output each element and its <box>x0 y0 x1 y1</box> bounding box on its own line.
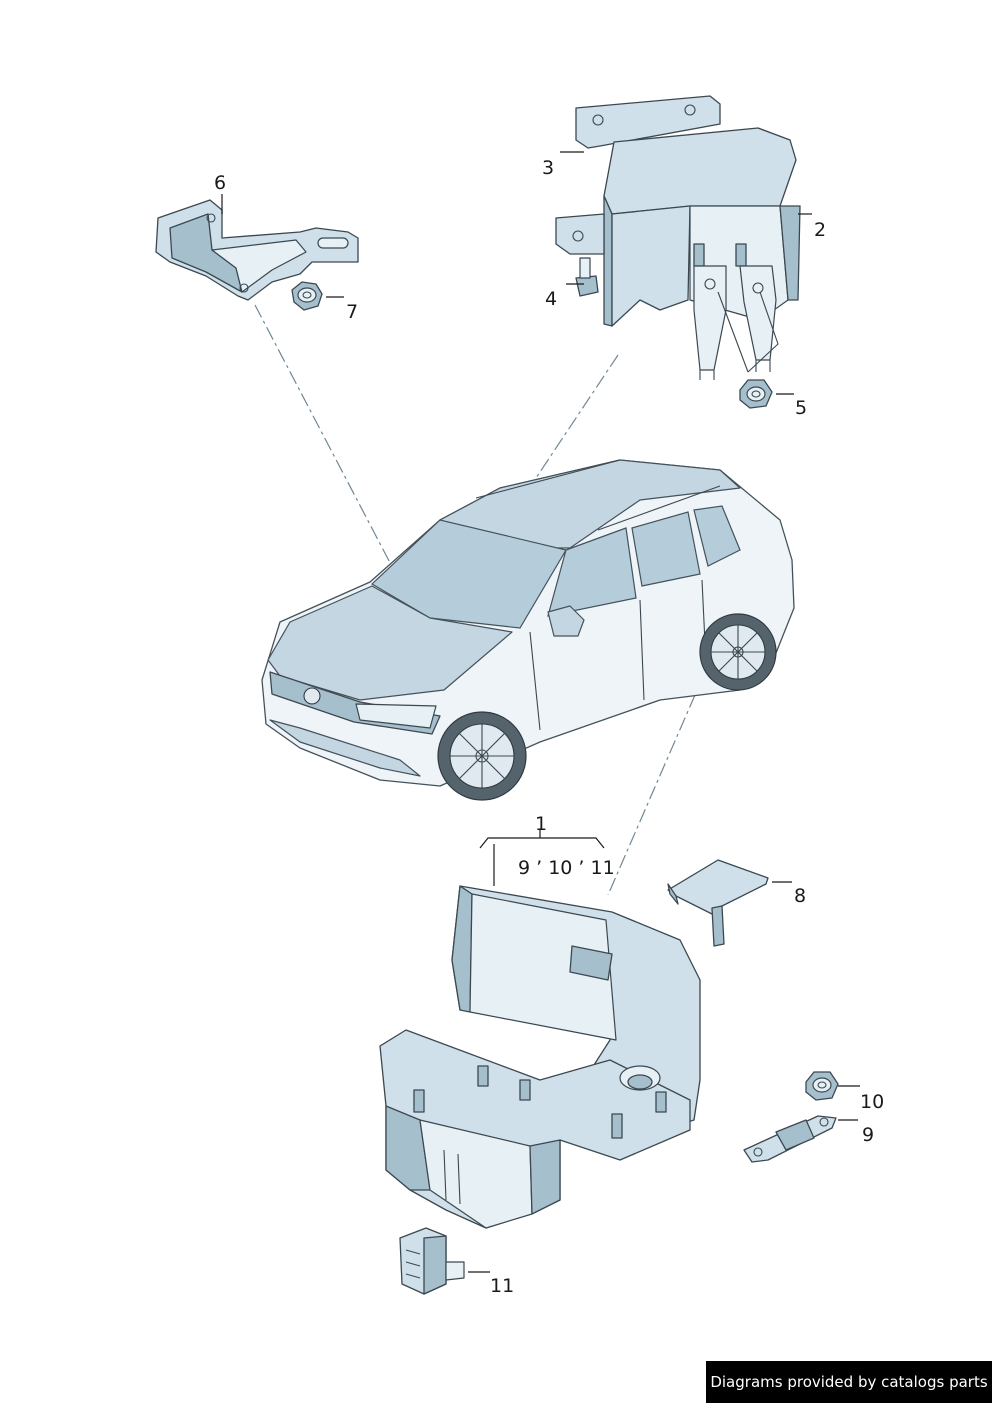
fuse-strip-part-9 <box>743 1115 837 1163</box>
nut-part-5 <box>739 379 773 409</box>
part-labels: 1 9 ’ 10 ’ 11 2 3 4 5 6 7 8 9 10 11 <box>214 157 884 1297</box>
distribution-box-part-1 <box>379 885 701 1229</box>
bolt-part-4 <box>575 257 599 297</box>
label-part-11: 11 <box>490 1275 514 1297</box>
label-part-10: 10 <box>860 1091 884 1113</box>
label-part-2: 2 <box>814 219 826 241</box>
mounting-plate-part-3 <box>575 95 721 149</box>
nut-part-10 <box>805 1071 839 1101</box>
relay-part-11 <box>399 1227 465 1295</box>
label-part-5: 5 <box>795 397 807 419</box>
label-part-4: 4 <box>545 288 557 310</box>
nut-part-7 <box>291 281 323 311</box>
label-part-1-subparts: 9 ’ 10 ’ 11 <box>518 857 615 879</box>
label-part-3: 3 <box>542 157 554 179</box>
terminal-cover-part-2 <box>555 127 801 380</box>
label-part-8: 8 <box>794 885 806 907</box>
label-part-7: 7 <box>346 301 358 323</box>
diagram-credit-banner: Diagrams provided by catalogs parts <box>706 1361 992 1403</box>
connector-bracket-to-car <box>254 304 421 621</box>
label-part-6: 6 <box>214 172 226 194</box>
label-part-1: 1 <box>535 813 547 835</box>
label-part-9: 9 <box>862 1124 874 1146</box>
bracket-part-6 <box>155 199 359 301</box>
vehicle-illustration <box>261 459 795 801</box>
leader-lines <box>221 151 860 1273</box>
cover-plate-part-8 <box>667 859 769 947</box>
